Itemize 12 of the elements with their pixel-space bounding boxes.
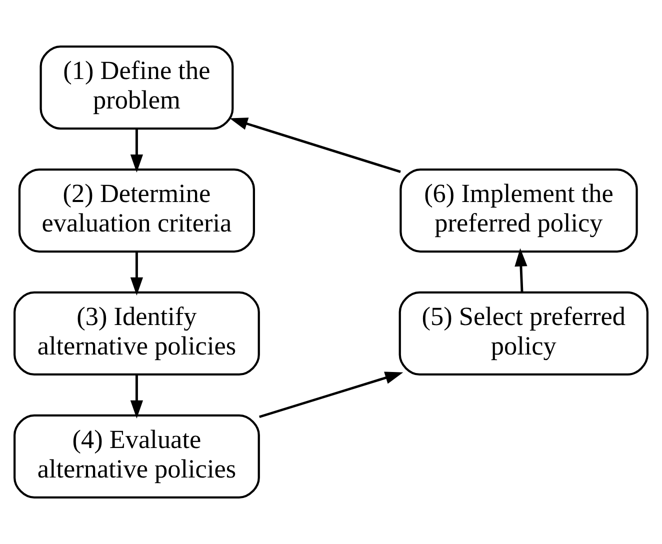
node-box: (2) Determine evaluation criteria (18, 168, 255, 253)
node-box: (3) Identify alternative policies (14, 291, 260, 376)
arrow (259, 372, 404, 418)
arrow (130, 129, 144, 173)
node-box: (1) Define the problem (40, 46, 234, 130)
arrow (130, 374, 144, 418)
arrow (230, 118, 401, 174)
node-box: (5) Select preferred policy (398, 291, 648, 376)
arrow (130, 252, 144, 296)
node-box: (4) Evaluate alternative policies (14, 414, 260, 498)
arrow (514, 248, 528, 292)
node-box: (6) Implement the preferred policy (400, 168, 638, 253)
